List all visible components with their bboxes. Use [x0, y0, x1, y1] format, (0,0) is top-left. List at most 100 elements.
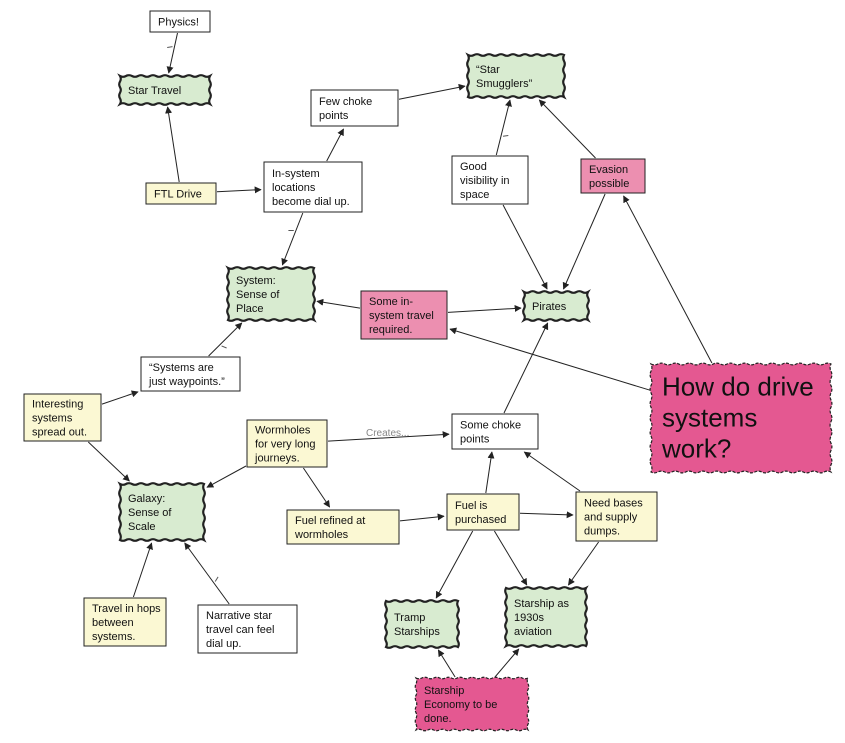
link-starship-economy-to-starship-1930s	[494, 648, 520, 678]
node-label-line: Travel in hops	[92, 603, 161, 615]
link-systems-waypoints-to-system-sense	[208, 322, 243, 357]
node-label-line: just waypoints.”	[148, 376, 225, 388]
node-shape	[465, 52, 567, 100]
link-how-do-drive-to-some-insystem	[449, 327, 651, 391]
link-ftl-drive-to-in-system	[216, 186, 262, 194]
node-shape	[360, 290, 448, 340]
node-label-line: travel can feel	[206, 624, 274, 636]
node-shape	[149, 10, 211, 33]
link-evasion-to-pirates	[562, 193, 606, 290]
node-label-line: required.	[369, 324, 412, 336]
node-label-line: Physics!	[158, 16, 199, 28]
node-label-line: Economy to be	[424, 699, 497, 711]
node-label-line: Some choke	[460, 419, 521, 431]
node-shape	[649, 362, 833, 474]
link-label: Creates...	[366, 428, 409, 439]
link-physics-to-star-travel	[166, 32, 178, 74]
link-how-do-drive-to-evasion	[623, 195, 713, 364]
link-need-bases-to-starship-1930s	[567, 541, 600, 586]
link-in-system-to-few-choke	[326, 128, 344, 162]
link-fuel-purchased-to-starship-1930s	[493, 530, 528, 586]
link-some-insystem-to-pirates	[447, 304, 522, 313]
node-shape	[414, 676, 530, 732]
node-label-line: Smugglers”	[476, 78, 533, 90]
node-label-line: visibility in	[460, 175, 510, 187]
node-label-line: Some in-	[369, 296, 413, 308]
node-label-line: systems	[662, 403, 757, 433]
links-layer: Creates...	[87, 32, 713, 678]
node-some-choke[interactable]: Some choke points	[451, 413, 539, 450]
node-shape	[451, 155, 529, 205]
link-in-system-to-system-sense	[281, 212, 304, 266]
node-good-visibility[interactable]: Good visibility in space	[451, 155, 529, 205]
node-shape	[580, 158, 646, 194]
node-shape	[83, 597, 167, 647]
node-pirates[interactable]: Pirates	[521, 289, 591, 323]
node-shape	[246, 419, 328, 468]
link-fuel-purchased-to-tramp-starships	[435, 530, 474, 599]
node-label-line: Pirates	[532, 301, 567, 313]
link-tick-mark	[167, 46, 173, 48]
link-tick-mark	[221, 345, 227, 349]
node-label-line: Scale	[128, 521, 156, 533]
node-label-line: done.	[424, 713, 452, 725]
node-shape	[263, 161, 363, 213]
node-shape	[117, 481, 207, 543]
link-tick-mark	[502, 135, 509, 137]
node-label-line: Wormholes	[255, 424, 311, 436]
link-some-insystem-to-system-sense	[316, 298, 361, 309]
link-wormholes-to-galaxy-sense	[206, 465, 247, 488]
node-label-line: space	[460, 189, 489, 201]
node-label-line: Need bases	[584, 497, 643, 509]
node-label-line: Interesting	[32, 398, 83, 410]
node-label-line: Tramp	[394, 612, 425, 624]
node-label-line: locations	[272, 182, 316, 194]
node-shape	[384, 599, 460, 649]
node-ftl-drive[interactable]: FTL Drive	[145, 182, 217, 205]
link-ftl-drive-to-star-travel	[165, 106, 180, 183]
node-shape	[503, 585, 589, 649]
node-label-line: Good	[460, 161, 487, 173]
node-label-line: Galaxy:	[128, 493, 165, 505]
node-shape	[140, 356, 241, 392]
node-label-line: dial up.	[206, 638, 241, 650]
link-fuel-refined-to-fuel-purchased	[399, 513, 445, 522]
link-good-visibility-to-star-smugglers	[495, 99, 512, 156]
link-fuel-purchased-to-need-bases	[519, 511, 574, 519]
node-label-line: System:	[236, 275, 276, 287]
node-star-travel[interactable]: Star Travel	[117, 73, 213, 107]
node-label-line: spread out.	[32, 426, 87, 438]
link-few-choke-to-star-smugglers	[398, 83, 466, 100]
node-label-line: between	[92, 617, 134, 629]
node-label-line: Fuel is	[455, 500, 488, 512]
node-label-line: points	[460, 433, 490, 445]
link-interesting-systems-to-systems-waypoints	[101, 390, 139, 405]
node-physics[interactable]: Physics!	[149, 10, 211, 33]
node-label-line: points	[319, 110, 349, 122]
node-label-line: Starship	[424, 685, 464, 697]
node-label-line: work?	[661, 434, 731, 464]
link-tick-mark	[214, 576, 219, 582]
link-need-bases-to-some-choke	[523, 451, 581, 492]
